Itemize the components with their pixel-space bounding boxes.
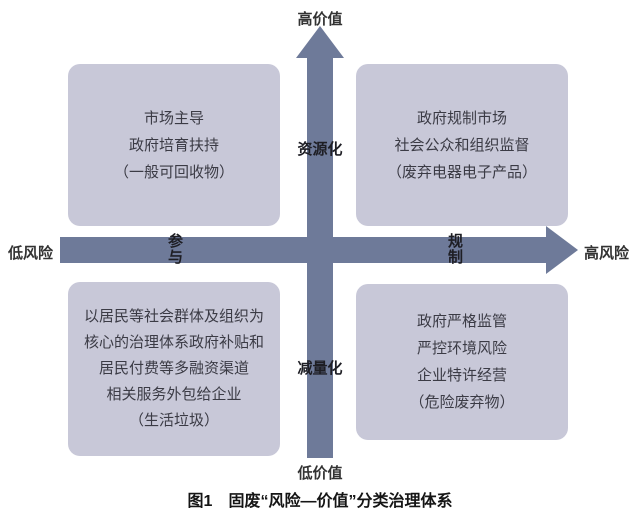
axis-label-regulation: 规制 [447, 233, 463, 266]
quadrant-text-line: 核心的治理体系政府补贴和 [83, 334, 264, 351]
quadrant-text-line: 居民付费等多融资渠道 [98, 360, 249, 377]
quadrant-text-line: （生活垃圾） [128, 412, 219, 429]
figure-caption: 图1 固废“风险—价值”分类治理体系 [187, 493, 453, 510]
quadrant-text-line: 政府严格监管 [416, 313, 507, 330]
quadrant-text-line: 社会公众和组织监督 [394, 136, 530, 154]
quadrant-text-line: 企业特许经营 [416, 367, 507, 384]
horizontal-axis-bar [60, 237, 548, 263]
quadrant-text-line: 以居民等社会群体及组织为 [83, 308, 264, 325]
axis-label-low-value: 低价值 [297, 465, 343, 482]
up-arrowhead-icon [296, 26, 344, 58]
quadrant-text-line: 市场主导 [143, 109, 204, 127]
quadrant-text-line: （废弃电器电子产品） [386, 163, 537, 181]
quadrant-text-line: 政府规制市场 [416, 109, 507, 127]
right-arrowhead-icon [546, 226, 578, 274]
axis-label-resourcification: 资源化 [297, 141, 343, 158]
quadrant-top-left: 市场主导 政府培育扶持 （一般可回收物） [68, 64, 280, 226]
axis-label-low-risk: 低风险 [8, 245, 54, 262]
axis-label-high-risk: 高风险 [584, 245, 630, 262]
quadrant-text-line: 严控环境风险 [416, 340, 507, 357]
axis-label-high-value: 高价值 [297, 11, 343, 28]
axis-label-participation: 参与 [167, 233, 183, 266]
quadrant-text-line: 政府培育扶持 [128, 136, 219, 154]
quadrant-bottom-right: 政府严格监管 严控环境风险 企业特许经营 （危险废弃物） [356, 284, 568, 440]
quadrant-bottom-left: 以居民等社会群体及组织为 核心的治理体系政府补贴和 居民付费等多融资渠道 相关服… [68, 282, 280, 456]
quadrant-text-line: （危险废弃物） [409, 394, 515, 411]
axis-label-reduction: 减量化 [297, 360, 343, 377]
quadrant-top-right: 政府规制市场 社会公众和组织监督 （废弃电器电子产品） [356, 64, 568, 226]
quadrant-text-line: 相关服务外包给企业 [106, 386, 242, 403]
quadrant-text-line: （一般可回收物） [113, 163, 234, 181]
